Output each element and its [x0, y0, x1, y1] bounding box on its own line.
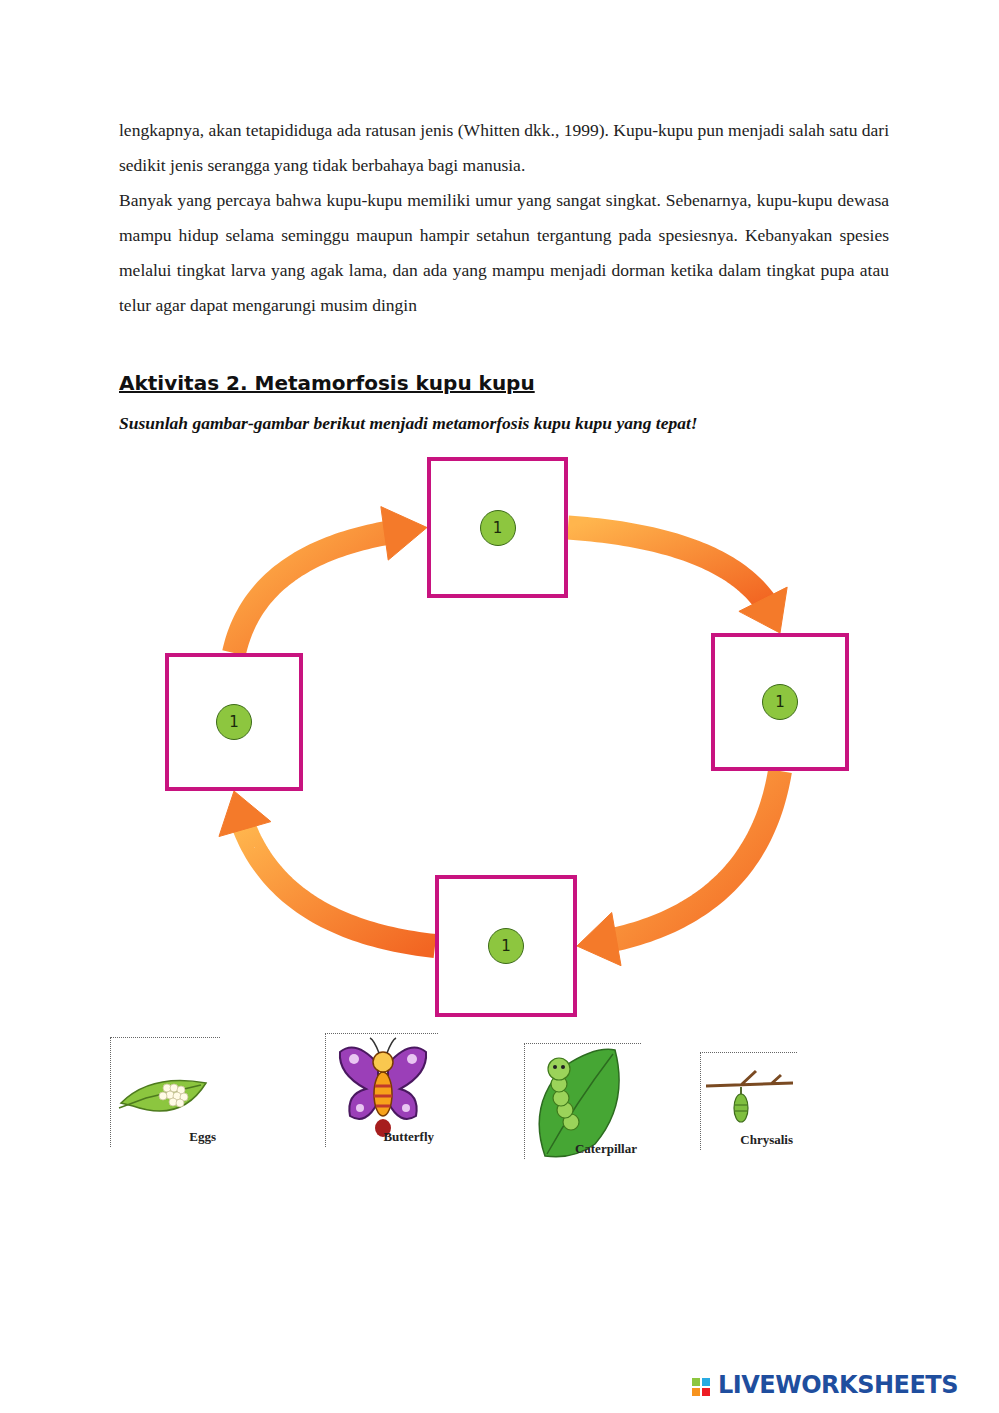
picture-card: Caterpillar: [524, 1043, 641, 1159]
body-paragraph: lengkapnya, akan tetapididuga ada ratusa…: [119, 113, 889, 183]
watermark-logo: LIVEWORKSHEETS: [718, 1371, 958, 1399]
body-paragraph: Banyak yang percaya bahwa kupu-kupu memi…: [119, 183, 889, 323]
picture-card: Butterfly: [325, 1033, 438, 1147]
arrow-body: [244, 826, 435, 946]
card-label: Eggs: [185, 1129, 220, 1147]
cycle-arrow: [577, 771, 780, 966]
answer-box: 1: [165, 653, 303, 791]
callout-number: 1: [762, 684, 798, 720]
arrow-head: [577, 913, 621, 966]
arrow-head: [739, 587, 787, 633]
card-label: Caterpillar: [571, 1141, 641, 1159]
arrow-body: [234, 533, 388, 653]
arrow-body: [568, 528, 764, 602]
arrow-body: [613, 771, 780, 940]
cycle-arrow: [568, 528, 787, 634]
card-label: Chrysalis: [736, 1132, 797, 1150]
arrow-head: [219, 791, 271, 837]
arrow-head: [381, 507, 427, 560]
callout-number: 1: [216, 704, 252, 740]
picture-card: Eggs: [110, 1037, 220, 1147]
card-label: Butterfly: [379, 1129, 438, 1147]
answer-box: 1: [427, 457, 568, 598]
logo-icon: [692, 1378, 710, 1396]
answer-box: 1: [711, 633, 849, 771]
picture-card: Chrysalis: [700, 1052, 797, 1150]
callout-number: 1: [488, 928, 524, 964]
instruction-text: Susunlah gambar-gambar berikut menjadi m…: [119, 413, 698, 434]
cycle-arrow: [234, 507, 427, 653]
callout-number: 1: [480, 510, 516, 546]
answer-box: 1: [435, 875, 577, 1017]
cycle-arrow: [219, 791, 435, 946]
activity-heading: Aktivitas 2. Metamorfosis kupu kupu: [119, 371, 535, 395]
